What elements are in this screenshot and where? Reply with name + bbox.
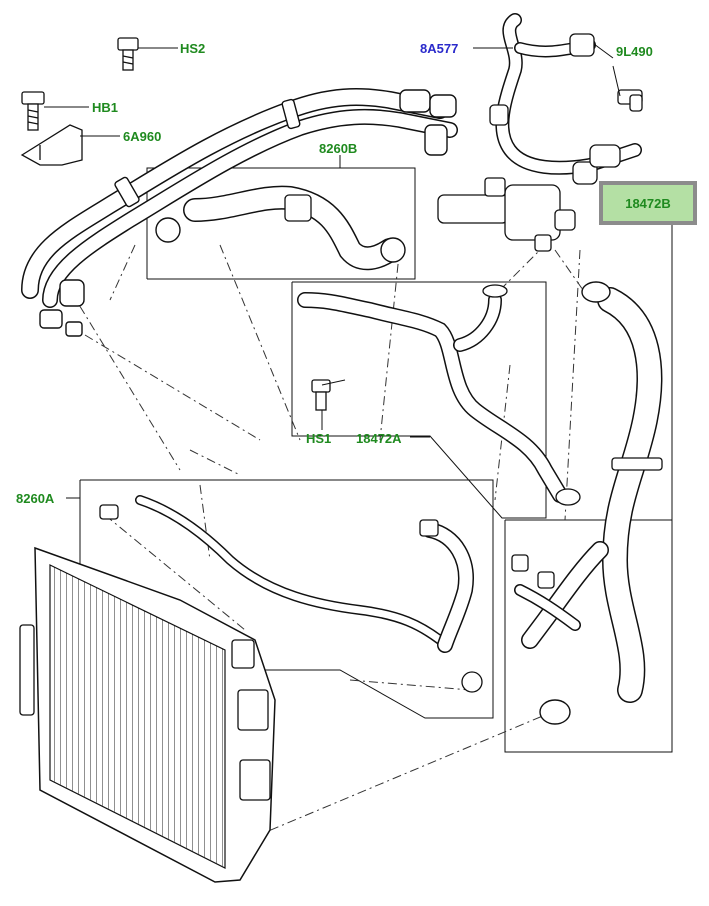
label-hs1: HS1 <box>306 431 332 446</box>
hose-18472b <box>511 281 663 725</box>
thermostat-housing <box>437 177 576 252</box>
label-6a960: 6A960 <box>123 129 162 144</box>
bracket-6a960 <box>20 124 83 166</box>
highlight-box-18472b: 18472B <box>599 181 697 225</box>
label-18472a: 18472A <box>356 431 402 446</box>
leader-lines <box>69 229 591 846</box>
upper-hose-assembly <box>21 88 458 337</box>
label-leader-lines <box>44 43 621 499</box>
label-8260a: 8260A <box>16 491 55 506</box>
callout-box-18472b <box>504 221 673 753</box>
label-18472b: 18472B <box>625 195 671 211</box>
label-8a577: 8A577 <box>420 41 459 56</box>
bolt-hb1 <box>21 91 45 131</box>
hose-8a577 <box>489 13 642 185</box>
label-hs2: HS2 <box>180 41 206 56</box>
fitting-9l490 <box>617 89 643 112</box>
callout-box-18472a <box>291 281 547 519</box>
bolt-hs2 <box>117 37 139 71</box>
label-9l490: 9L490 <box>616 44 653 59</box>
hose-8260b <box>155 185 406 271</box>
label-hb1: HB1 <box>92 100 119 115</box>
hose-18472a <box>297 284 581 506</box>
hose-8260a <box>99 495 483 693</box>
bolt-hs1 <box>311 379 331 411</box>
label-8260b: 8260B <box>319 141 358 156</box>
radiator <box>19 546 276 883</box>
